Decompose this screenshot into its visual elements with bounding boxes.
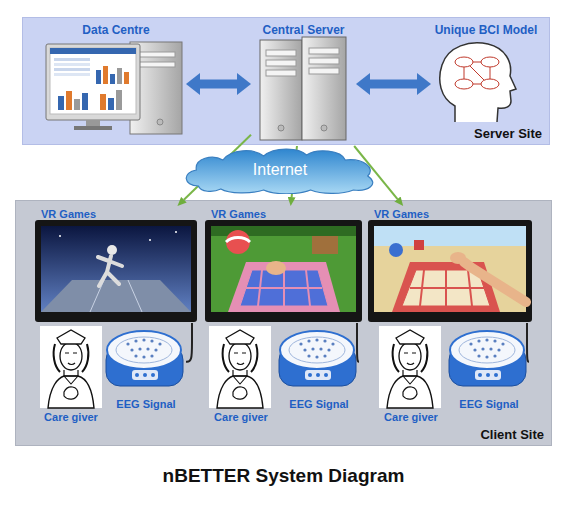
node-label: EEG Signal: [449, 397, 529, 411]
caregiver-node: Care giver: [38, 326, 104, 424]
vr-game-station: VR Games: [36, 206, 198, 323]
vr-game-station: VR Games: [369, 206, 533, 323]
node-label: VR Games: [36, 207, 198, 221]
node-label: Client Site: [480, 428, 544, 442]
diagram-title: nBETTER System Diagram: [0, 465, 567, 487]
node-label: Care giver: [208, 410, 274, 424]
eeg-device-node: EEG Signal: [106, 329, 186, 411]
caregiver-node: Care giver: [378, 326, 444, 424]
bci-model-node: Unique BCI Model: [431, 22, 541, 146]
node-label: Unique BCI Model: [431, 23, 541, 37]
node-label: Care giver: [38, 410, 104, 424]
node-label: Central Server: [251, 23, 356, 37]
data-centre-node: Data Centre: [46, 22, 186, 146]
node-label: EEG Signal: [279, 397, 359, 411]
eeg-device-node: EEG Signal: [449, 329, 529, 411]
server-site-band: Server Site Data Centre Central Server Uniq…: [22, 17, 550, 145]
vr-game-station: VR Games: [206, 206, 363, 323]
node-label: Care giver: [378, 410, 444, 424]
eeg-device-node: EEG Signal: [279, 329, 359, 411]
central-server-node: Central Server: [251, 22, 356, 146]
client-site-band: Client SiteVR GamesCare giverEEG SignalV…: [15, 200, 552, 446]
caregiver-node: Care giver: [208, 326, 274, 424]
node-label: Data Centre: [46, 23, 186, 37]
node-label: VR Games: [206, 207, 363, 221]
node-label: EEG Signal: [106, 397, 186, 411]
node-label: Internet: [178, 161, 382, 179]
internet-cloud: Internet: [178, 146, 382, 194]
node-label: Server Site: [474, 127, 542, 141]
node-label: VR Games: [369, 207, 533, 221]
